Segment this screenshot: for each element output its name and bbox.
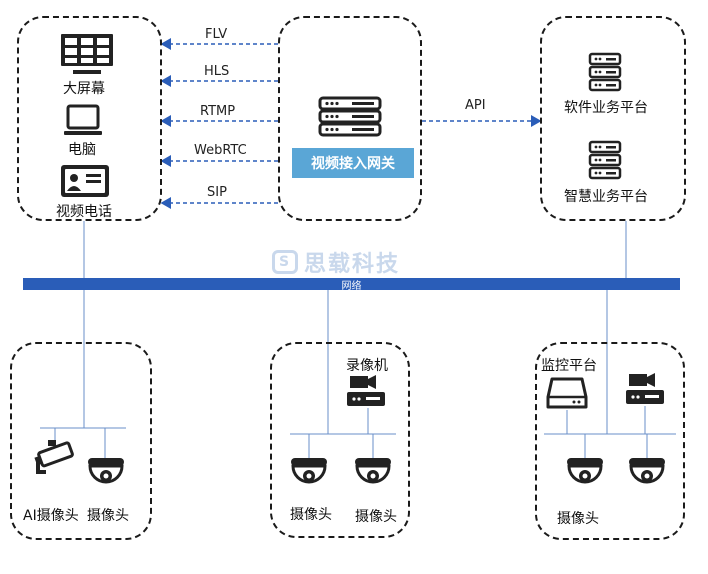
right-camera-label: 摄像头 [557, 511, 599, 527]
ai-camera-icon [34, 440, 74, 474]
clients-box [17, 16, 162, 221]
left-dome-camera-icon [88, 458, 124, 484]
big-screen-icon [61, 34, 113, 74]
smart-platform-server-icon [588, 140, 622, 180]
monitor-platform-icon [546, 377, 588, 409]
right-dome-camera-2-icon [629, 458, 665, 484]
right-recorder-icon [626, 373, 664, 404]
right-dome-camera-1-icon [567, 458, 603, 484]
watermark-text: 思载科技 [304, 252, 401, 277]
software-platform-server-icon [588, 52, 622, 92]
network-label: 网络 [341, 280, 362, 292]
gateway-box [278, 16, 422, 221]
smart-platform-label: 智慧业务平台 [564, 189, 648, 205]
network-bus: 网络 [23, 278, 680, 292]
recorder-label: 录像机 [346, 358, 388, 374]
video-phone-label: 视频电话 [56, 204, 112, 220]
middle-camera-group-box [270, 342, 410, 538]
gateway-server-icon [318, 96, 382, 137]
recorder-icon [347, 375, 385, 406]
ai-camera-label: AI摄像头 [23, 508, 79, 524]
platforms-box [540, 16, 686, 221]
middle-camera-2-label: 摄像头 [355, 509, 397, 525]
protocol-hls-label: HLS [204, 64, 230, 79]
computer-icon [64, 104, 102, 135]
video-phone-icon [61, 165, 109, 197]
protocol-sip-label: SIP [207, 185, 227, 200]
api-label: API [465, 98, 486, 113]
watermark: S 思载科技 [272, 246, 400, 278]
protocol-webrtc-label: WebRTC [194, 143, 247, 158]
left-camera-label: 摄像头 [87, 508, 129, 524]
gateway-label: 视频接入网关 [292, 148, 414, 178]
protocol-rtmp-label: RTMP [200, 104, 236, 119]
protocol-flv-label: FLV [205, 27, 228, 42]
middle-camera-1-label: 摄像头 [290, 507, 332, 523]
left-camera-group-box [10, 342, 152, 540]
computer-label: 电脑 [68, 142, 96, 158]
middle-dome-camera-1-icon [291, 458, 327, 484]
big-screen-label: 大屏幕 [63, 81, 105, 97]
monitor-platform-label: 监控平台 [541, 358, 597, 374]
watermark-logo-icon: S [272, 250, 298, 274]
software-platform-label: 软件业务平台 [564, 100, 648, 116]
right-camera-group-box [535, 342, 685, 540]
middle-dome-camera-2-icon [355, 458, 391, 484]
